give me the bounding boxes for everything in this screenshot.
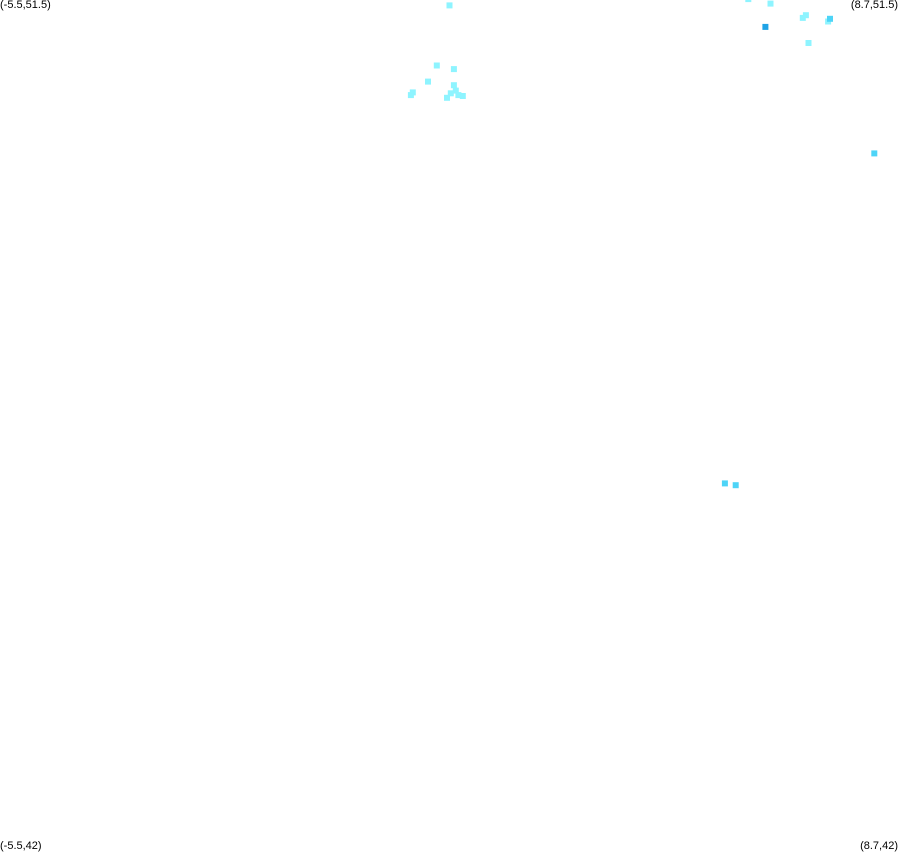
map-point-14	[799, 14, 806, 21]
map-point-11	[450, 82, 457, 89]
map-point-10	[459, 93, 466, 99]
map-point-0	[446, 2, 453, 9]
map-point-1	[433, 62, 440, 69]
map-point-5	[409, 89, 416, 96]
map-point-21	[721, 480, 728, 487]
map-point-8	[452, 87, 459, 94]
map-point-19	[762, 23, 769, 30]
map-point-7	[447, 90, 454, 97]
map-point-12	[745, 0, 752, 3]
corner-label-top-left: (-5.5,51.5)	[0, 0, 51, 11]
map-point-9	[455, 92, 462, 99]
map-point-20	[871, 150, 878, 157]
map-point-6	[444, 94, 450, 101]
map-point-15	[802, 12, 809, 19]
corner-label-bottom-left: (-5.5,42)	[0, 840, 42, 852]
map-point-18	[827, 15, 833, 22]
map-point-22	[732, 482, 739, 489]
map-point-2	[450, 66, 457, 73]
map-point-3	[425, 78, 431, 85]
map-point-17	[805, 40, 812, 46]
corner-label-top-right: (8.7,51.5)	[850, 0, 898, 11]
map-point-13	[767, 0, 774, 7]
corner-label-bottom-right: (8.7,42)	[860, 840, 898, 852]
